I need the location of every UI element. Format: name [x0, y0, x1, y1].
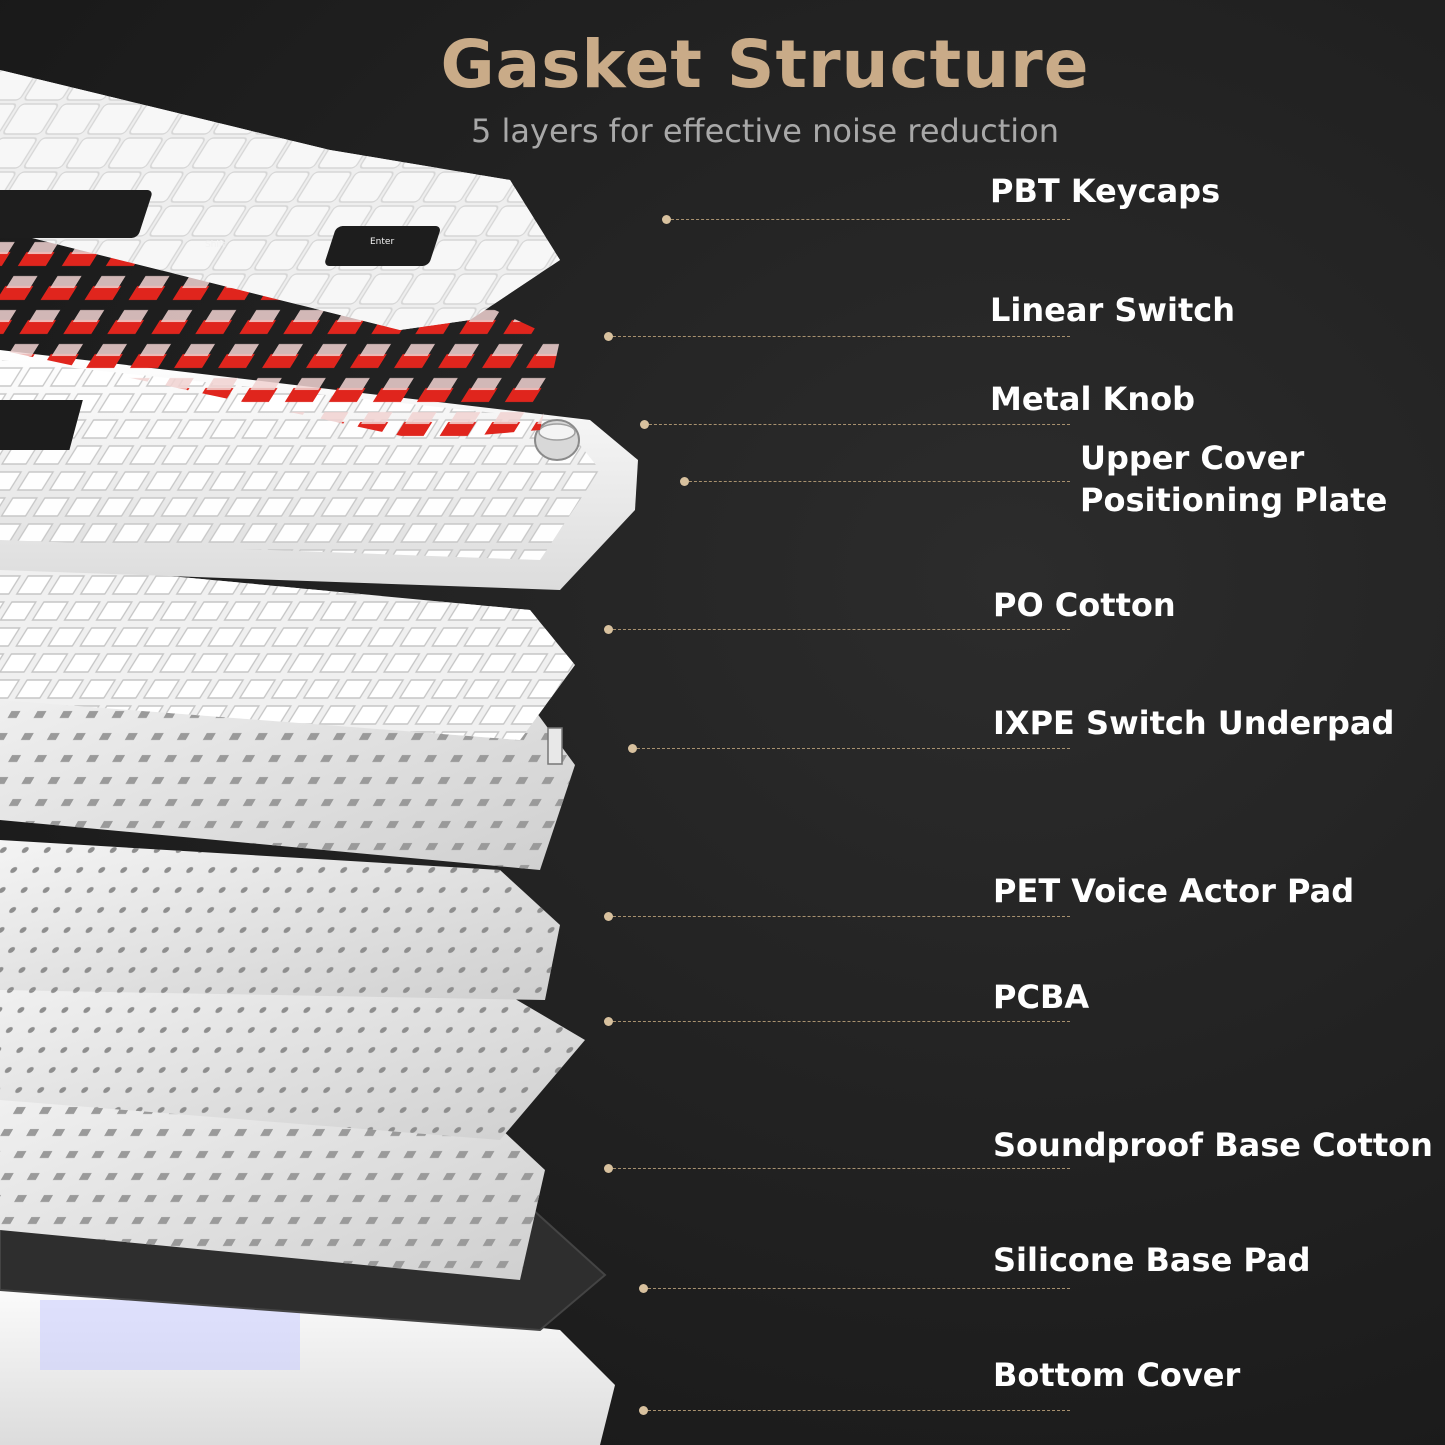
- leader-pet-voice-actor-pad: [608, 916, 1070, 917]
- label-soundproof-base-cotton: Soundproof Base Cotton: [993, 1126, 1433, 1164]
- leader-dot-po-cotton: [604, 625, 613, 634]
- leader-dot-pcba: [604, 1017, 613, 1026]
- leader-dot-metal-knob: [640, 420, 649, 429]
- label-ixpe-switch-underpad: IXPE Switch Underpad: [993, 704, 1395, 742]
- leader-dot-linear-switch: [604, 332, 613, 341]
- po-cotton-grid: [0, 560, 575, 740]
- leader-dot-pet-voice-actor-pad: [604, 912, 613, 921]
- leader-metal-knob: [644, 424, 1070, 425]
- leader-dot-upper-cover: [680, 477, 689, 486]
- bottom-cover-light: [40, 1300, 300, 1370]
- pet-pad-holes: [0, 840, 560, 1000]
- leader-upper-cover: [684, 481, 1070, 482]
- leader-dot-ixpe-switch-underpad: [628, 744, 637, 753]
- diagram-subtitle: 5 layers for effective noise reduction: [471, 112, 1059, 150]
- label-upper-cover: Upper Cover: [1080, 439, 1305, 477]
- leader-pbt-keycaps: [666, 219, 1070, 220]
- keycap-black-spacebar: [0, 190, 152, 238]
- leader-po-cotton: [608, 629, 1070, 630]
- keycap-black-modifier: [325, 226, 440, 266]
- upper-cover-black-key: [0, 400, 83, 450]
- leader-linear-switch: [608, 336, 1070, 337]
- leader-soundproof-base-cotton: [608, 1168, 1070, 1169]
- label-linear-switch: Linear Switch: [990, 291, 1235, 329]
- label-pbt-keycaps: PBT Keycaps: [990, 172, 1221, 210]
- leader-dot-pbt-keycaps: [662, 215, 671, 224]
- label-positioning-plate: Positioning Plate: [1080, 481, 1388, 519]
- leader-silicone-base-pad: [643, 1288, 1070, 1289]
- metal-knob-top: [538, 423, 576, 441]
- keycap-legend-enter: Enter: [370, 237, 394, 247]
- leader-bottom-cover: [643, 1410, 1070, 1411]
- leader-pcba: [608, 1021, 1070, 1022]
- keycap-legend-shift: Shift: [205, 240, 226, 250]
- label-bottom-cover: Bottom Cover: [993, 1356, 1241, 1394]
- ixpe-connector: [547, 727, 563, 765]
- label-po-cotton: PO Cotton: [993, 586, 1176, 624]
- leader-ixpe-switch-underpad: [632, 748, 1070, 749]
- label-silicone-base-pad: Silicone Base Pad: [993, 1241, 1311, 1279]
- leader-dot-soundproof-base-cotton: [604, 1164, 613, 1173]
- label-metal-knob: Metal Knob: [990, 380, 1196, 418]
- label-pcba: PCBA: [993, 978, 1090, 1016]
- label-pet-voice-actor-pad: PET Voice Actor Pad: [993, 872, 1355, 910]
- leader-dot-bottom-cover: [639, 1406, 648, 1415]
- leader-dot-silicone-base-pad: [639, 1284, 648, 1293]
- diagram-title: Gasket Structure: [440, 26, 1090, 103]
